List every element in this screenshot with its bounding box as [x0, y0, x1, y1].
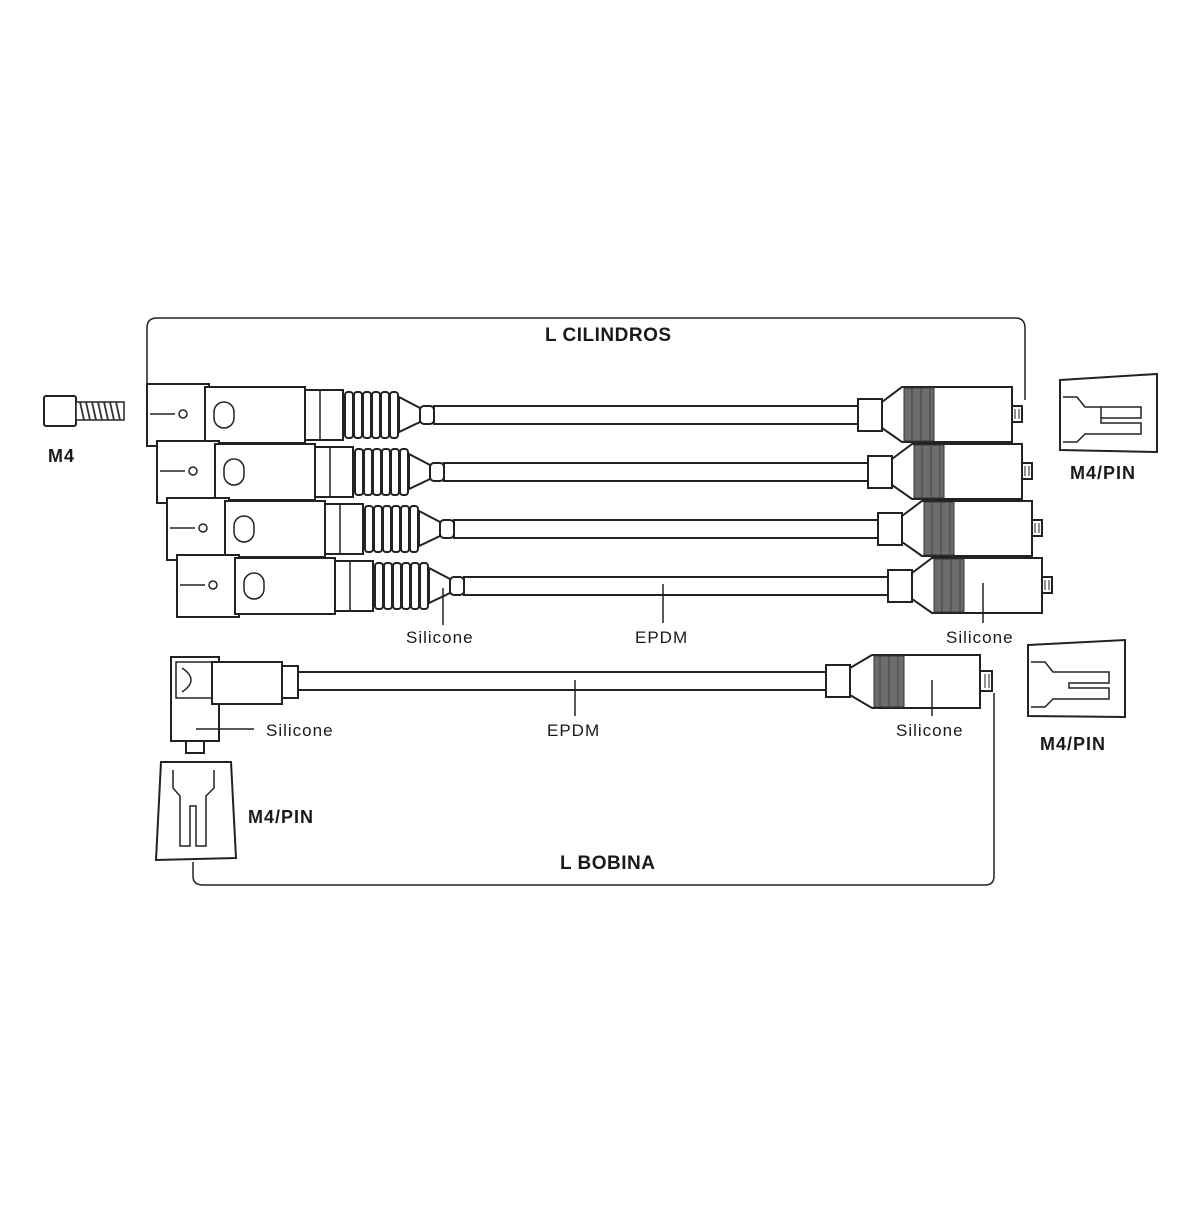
m4-pin-top-label: M4/PIN	[1070, 463, 1136, 483]
m4-pin-terminal-mid-icon	[1027, 638, 1126, 719]
bobina-dimension-line	[192, 693, 995, 886]
m4-pin-terminal-top-icon	[1059, 372, 1158, 454]
m4-pin-terminal-bottom-icon	[154, 761, 238, 862]
silicone-right-label: Silicone	[946, 628, 1014, 647]
m4-pin-bottom-label: M4/PIN	[248, 807, 314, 827]
cylinder-wire	[156, 440, 1033, 504]
cylinder-wires	[146, 383, 1053, 618]
silicone-left-label: Silicone	[406, 628, 474, 647]
cylinder-wire	[166, 497, 1043, 561]
m4-bolt-icon	[43, 395, 125, 427]
cylinder-wire	[176, 554, 1053, 618]
epdm-top-label: EPDM	[635, 628, 688, 647]
m4-pin-mid-label: M4/PIN	[1040, 734, 1106, 754]
silicone-coil-label: Silicone	[266, 721, 334, 740]
epdm-coil-label: EPDM	[547, 721, 600, 740]
coil-wire	[170, 654, 993, 754]
silicone-coil-right-label: Silicone	[896, 721, 964, 740]
m4-label: M4	[48, 446, 75, 466]
cylinder-wire	[146, 383, 1023, 447]
cilindros-dimension-line	[146, 317, 1026, 400]
bobina-label: L BOBINA	[560, 853, 655, 874]
cilindros-label: L CILINDROS	[545, 325, 672, 346]
